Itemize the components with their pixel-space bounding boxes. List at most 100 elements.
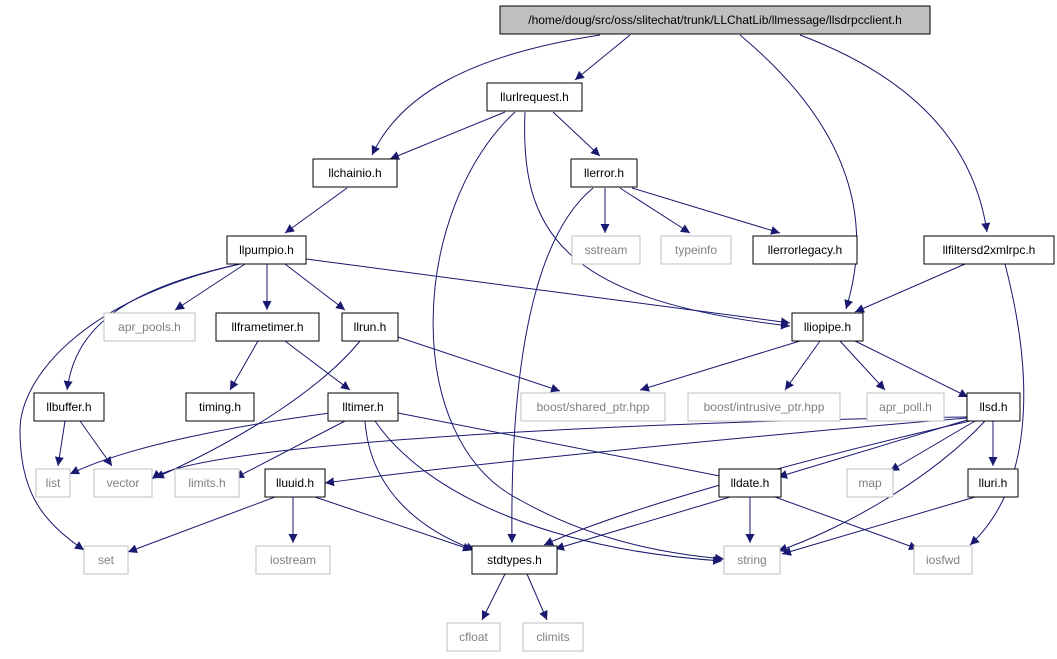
node-shared_ptr: boost/shared_ptr.hpp — [520, 392, 666, 422]
node-box-llsd — [966, 392, 1021, 422]
edge-stdtypes-to-climits — [526, 573, 548, 621]
node-typeinfo: typeinfo — [660, 235, 732, 265]
node-apr_pools: apr_pools.h — [103, 312, 196, 342]
node-label-stdtypes: stdtypes.h — [487, 553, 542, 567]
node-box-shared_ptr — [520, 392, 666, 422]
edge-lliopipe-to-apr_poll — [839, 340, 886, 391]
edge-llerror-to-stdtypes — [507, 187, 594, 544]
node-box-intrusive_ptr — [687, 392, 841, 422]
node-label-llrun: llrun.h — [354, 320, 387, 334]
edge-llsd-to-lluuid — [324, 417, 968, 487]
node-box-apr_pools — [103, 312, 196, 342]
edge-llframetimer-to-lltimer — [284, 340, 351, 391]
node-box-climits — [522, 622, 584, 652]
node-llchainio[interactable]: llchainio.h — [312, 158, 398, 188]
edge-lltimer-to-string — [374, 420, 723, 565]
edge-lliopipe-to-shared_ptr — [639, 340, 801, 392]
node-box-string — [723, 545, 781, 575]
node-llpumpio[interactable]: llpumpio.h — [226, 235, 307, 265]
node-sstream: sstream — [571, 235, 641, 265]
node-llfiltersd2xmlrpc[interactable]: llfiltersd2xmlrpc.h — [923, 235, 1055, 265]
edge-root-to-lliopipe — [739, 34, 858, 310]
node-box-typeinfo — [660, 235, 732, 265]
node-climits: climits — [522, 622, 584, 652]
node-box-lltimer — [327, 392, 399, 422]
node-box-llerrorlegacy — [752, 235, 858, 265]
node-label-string: string — [737, 553, 766, 567]
edge-root-to-llfiltersd2xmlrpc — [799, 34, 991, 233]
edge-root-to-llchainio — [371, 34, 601, 156]
node-box-llurlrequest — [486, 82, 583, 112]
node-lluuid[interactable]: lluuid.h — [264, 468, 326, 498]
edge-llbuffer-to-vector — [79, 420, 113, 467]
edge-llsd-to-string — [777, 420, 986, 553]
node-box-llbuffer — [33, 392, 105, 422]
node-lliopipe[interactable]: lliopipe.h — [791, 312, 864, 342]
node-apr_poll: apr_poll.h — [866, 392, 945, 422]
node-label-vector: vector — [107, 476, 140, 490]
edge-lluuid-to-set — [127, 496, 276, 554]
node-box-iosfwd — [913, 545, 973, 575]
edge-lluuid-to-stdtypes — [314, 496, 473, 552]
edge-layer — [19, 34, 1025, 621]
node-box-llfiltersd2xmlrpc — [923, 235, 1055, 265]
node-iosfwd: iosfwd — [913, 545, 973, 575]
node-label-llerrorlegacy: llerrorlegacy.h — [768, 243, 842, 257]
edge-llchainio-to-llpumpio — [284, 187, 348, 234]
node-label-lltimer: lltimer.h — [342, 400, 383, 414]
edge-llpumpio-to-llrun — [284, 263, 346, 311]
node-llerrorlegacy[interactable]: llerrorlegacy.h — [752, 235, 858, 265]
node-label-llbuffer: llbuffer.h — [46, 400, 91, 414]
node-iostream: iostream — [255, 545, 331, 575]
node-stdtypes[interactable]: stdtypes.h — [471, 545, 558, 575]
edge-llerror-to-llerrorlegacy — [631, 187, 781, 235]
node-lluri[interactable]: lluri.h — [967, 468, 1019, 498]
node-label-limits_h: limits.h — [188, 476, 225, 490]
node-label-iostream: iostream — [270, 553, 316, 567]
node-label-shared_ptr: boost/shared_ptr.hpp — [537, 400, 650, 414]
node-label-llsd: llsd.h — [979, 400, 1007, 414]
node-label-timing: timing.h — [199, 400, 241, 414]
edge-llurlrequest-to-llchainio — [389, 111, 506, 160]
node-box-llchainio — [312, 158, 398, 188]
edge-llurlrequest-to-lliopipe — [524, 111, 791, 330]
node-box-vector — [93, 468, 153, 498]
node-vector: vector — [93, 468, 153, 498]
node-label-map: map — [858, 476, 882, 490]
node-timing[interactable]: timing.h — [185, 392, 255, 422]
node-box-root — [499, 5, 931, 35]
node-llframetimer[interactable]: llframetimer.h — [215, 312, 320, 342]
node-lldate[interactable]: lldate.h — [718, 468, 782, 498]
node-label-llfiltersd2xmlrpc: llfiltersd2xmlrpc.h — [943, 243, 1036, 257]
node-llurlrequest[interactable]: llurlrequest.h — [486, 82, 583, 112]
edge-lltimer-to-list — [69, 412, 331, 475]
edge-stdtypes-to-cfloat — [481, 573, 506, 621]
node-label-root: /home/doug/src/oss/slitechat/trunk/LLCha… — [528, 13, 902, 27]
edge-lldate-to-iosfwd — [774, 496, 919, 551]
node-box-llrun — [341, 312, 399, 342]
node-box-map — [846, 468, 894, 498]
node-label-sstream: sstream — [585, 243, 628, 257]
edge-llrun-to-vector — [154, 340, 361, 479]
node-box-set — [83, 545, 129, 575]
node-llrun[interactable]: llrun.h — [341, 312, 399, 342]
node-lltimer[interactable]: lltimer.h — [327, 392, 399, 422]
node-llbuffer[interactable]: llbuffer.h — [33, 392, 105, 422]
edge-llrun-to-shared_ptr — [397, 336, 561, 393]
edge-llbuffer-to-list — [54, 420, 66, 467]
edge-lldate-to-stdtypes — [554, 496, 731, 551]
node-label-lliopipe: lliopipe.h — [804, 320, 851, 334]
node-label-cfloat: cfloat — [459, 630, 488, 644]
node-label-llchainio: llchainio.h — [328, 166, 381, 180]
node-label-list: list — [46, 476, 61, 490]
node-root[interactable]: /home/doug/src/oss/slitechat/trunk/LLCha… — [499, 5, 931, 35]
node-llsd[interactable]: llsd.h — [966, 392, 1021, 422]
node-label-lluuid: lluuid.h — [276, 476, 314, 490]
node-box-lldate — [718, 468, 782, 498]
edge-lltimer-to-stdtypes — [364, 420, 476, 552]
edge-llfiltersd2xmlrpc-to-iosfwd — [969, 263, 1025, 546]
node-label-iosfwd: iosfwd — [926, 553, 960, 567]
node-llerror[interactable]: llerror.h — [570, 158, 638, 188]
edge-llframetimer-to-timing — [229, 340, 259, 391]
